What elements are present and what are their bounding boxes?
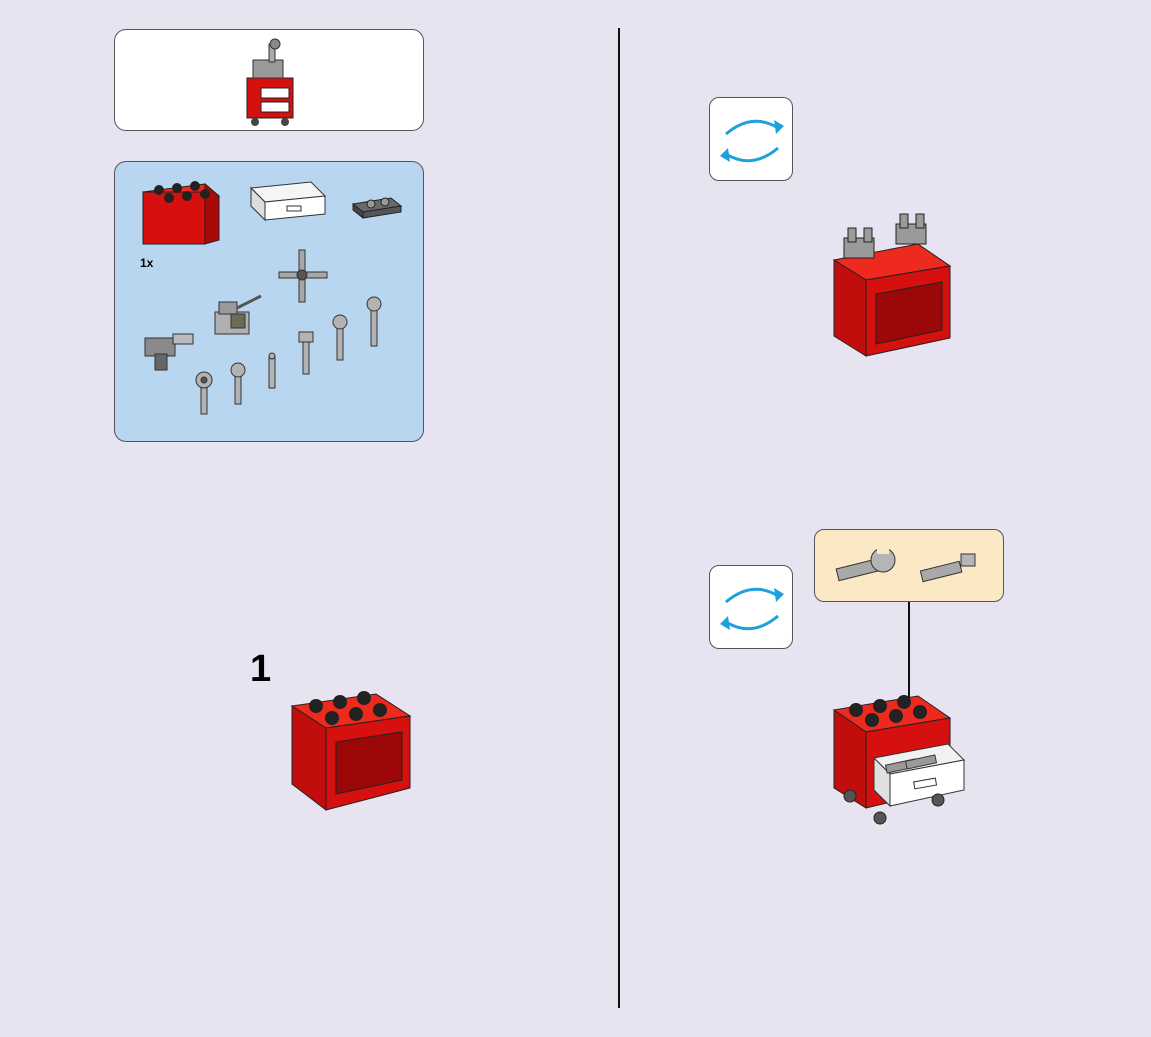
white-drawer-part [251, 182, 325, 220]
rotate-indicator-2 [709, 565, 793, 649]
parts-list-panel [114, 161, 424, 442]
step-1-brick-image [290, 680, 414, 814]
page-divider [618, 28, 620, 1008]
rotate-icon [710, 98, 794, 182]
plate-clips-part [353, 198, 401, 218]
step-3-cabinet-drawer-image [830, 684, 970, 826]
part-quantity-label: 1x [140, 256, 153, 270]
tool-parts-image [815, 530, 1005, 603]
finished-model-preview [114, 29, 424, 131]
rotate-indicator-1 [709, 97, 793, 181]
tool-cabinet-preview-image [115, 30, 425, 132]
red-brick-part [143, 181, 219, 244]
vise-part [215, 296, 261, 334]
rotate-icon [710, 566, 794, 650]
step-2-brick-clips-image [830, 210, 954, 360]
step-number: 1 [250, 648, 271, 691]
cross-wrench-part [279, 250, 327, 302]
parts-illustrations [115, 162, 425, 443]
tools-callout [814, 529, 1004, 602]
drill-part [145, 334, 193, 370]
